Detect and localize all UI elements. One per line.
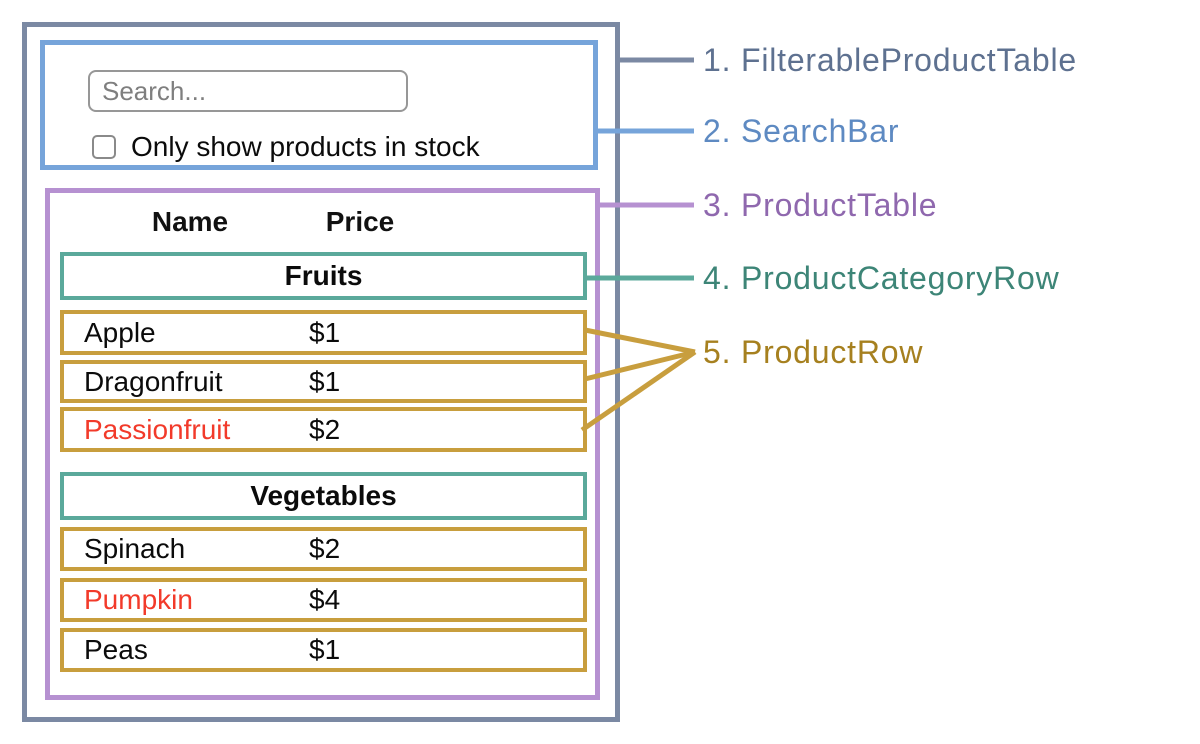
category-row-fruits: Fruits [60, 252, 587, 300]
product-row-dragonfruit: Dragonfruit $1 [60, 360, 587, 403]
category-label: Fruits [284, 260, 363, 291]
category-label: Vegetables [250, 480, 397, 511]
legend-label-product-category-row: 4. ProductCategoryRow [703, 260, 1060, 296]
product-row-passionfruit: Passionfruit $2 [60, 407, 587, 452]
product-table-box [45, 188, 600, 700]
legend-label-filterable-product-table: 1. FilterableProductTable [703, 42, 1077, 78]
in-stock-checkbox-label: Only show products in stock [131, 131, 480, 162]
product-row-peas: Peas $1 [60, 628, 587, 672]
product-name: Dragonfruit [84, 365, 223, 397]
product-name: Spinach [84, 533, 186, 564]
product-row-pumpkin: Pumpkin $4 [60, 578, 587, 622]
product-price: $4 [309, 584, 341, 615]
search-bar-box [40, 40, 598, 170]
column-header-price: Price [325, 206, 395, 237]
category-row-vegetables: Vegetables [60, 472, 587, 520]
product-name: Peas [84, 634, 148, 665]
column-header-name: Name [151, 206, 229, 237]
product-row-apple: Apple $1 [60, 310, 587, 355]
product-name: Apple [84, 316, 156, 348]
legend-label-product-row: 5. ProductRow [703, 334, 924, 370]
product-name: Passionfruit [84, 413, 231, 445]
product-row-spinach: Spinach $2 [60, 527, 587, 571]
legend-label-product-table: 3. ProductTable [703, 187, 938, 223]
product-price: $2 [309, 533, 341, 564]
product-price: $1 [309, 316, 341, 348]
product-price: $1 [309, 365, 341, 397]
product-price: $1 [309, 634, 341, 665]
legend-label-search-bar: 2. SearchBar [703, 113, 900, 149]
search-input[interactable] [88, 70, 408, 112]
product-name: Pumpkin [84, 584, 193, 615]
product-price: $2 [309, 413, 341, 445]
in-stock-checkbox[interactable] [92, 135, 116, 159]
